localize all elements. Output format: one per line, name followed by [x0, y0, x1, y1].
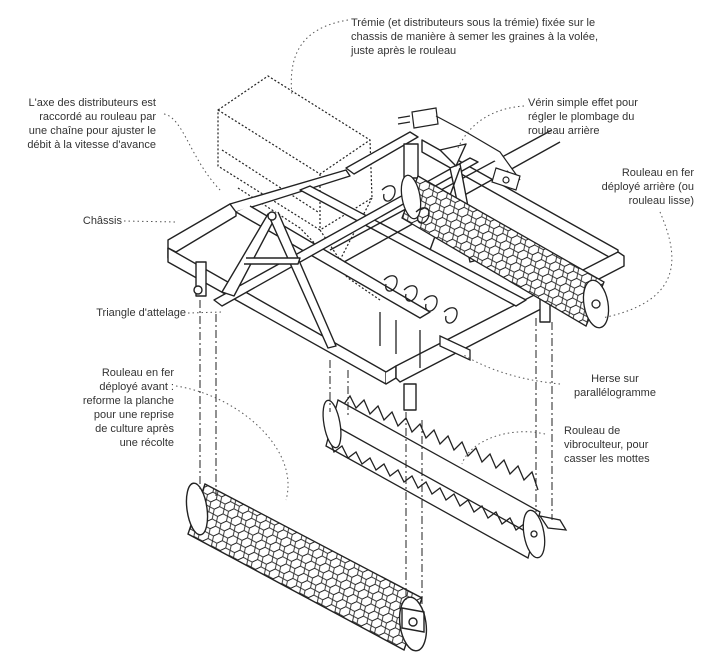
label-vibroculteur-line: casser les mottes [564, 453, 650, 465]
label-verin-line: Vérin simple effet pour [528, 97, 638, 109]
label-rouleau-avant-line: pour une reprise [93, 409, 174, 421]
leader-vibroculteur [461, 431, 546, 465]
label-vibroculteur: Rouleau de vibroculteur, pour casser les… [564, 424, 650, 466]
label-tremie-line: chassis de manière à semer les graines à… [351, 31, 599, 43]
label-verin-line: rouleau arrière [528, 125, 600, 137]
label-rouleau-arriere-line: Rouleau en fer [621, 167, 694, 179]
label-rouleau-avant-line: reforme la planche [82, 395, 174, 407]
label-rouleau-arriere-line: rouleau lisse) [628, 195, 694, 207]
label-tremie-line: juste après le rouleau [351, 45, 457, 57]
harrow-tines [379, 185, 471, 368]
label-axe-line: une chaîne pour ajuster le [28, 125, 156, 137]
label-tremie-line: Trémie (et distributeurs sous la trémie)… [351, 17, 596, 29]
label-vibroculteur-line: Rouleau de [564, 425, 621, 437]
hydraulic-ram [397, 107, 521, 191]
label-rouleau-arriere: Rouleau en fer déployé arrière (ou roule… [582, 166, 694, 208]
leader-verin [457, 105, 525, 149]
label-axe-line: L'axe des distributeurs est [28, 97, 156, 109]
label-axe-line: débit à la vitesse d'avance [27, 139, 156, 151]
label-rouleau-avant-line: Rouleau en fer [101, 367, 174, 379]
label-triangle: Triangle d'attelage [60, 306, 186, 320]
label-verin: Vérin simple effet pour régler le plomba… [528, 96, 638, 138]
label-verin-line: régler le plombage du [528, 111, 635, 123]
label-triangle-line: Triangle d'attelage [96, 307, 186, 319]
label-axe-line: raccordé au rouleau par [39, 111, 156, 123]
leader-rouleau-avant [175, 385, 289, 501]
label-herse: Herse sur parallélogramme [560, 372, 670, 400]
label-chassis: Châssis [60, 214, 122, 228]
rear-roller [400, 174, 610, 329]
label-rouleau-arriere-line: déployé arrière (ou [601, 181, 694, 193]
leader-herse [461, 353, 561, 385]
front-roller [185, 482, 428, 652]
label-herse-line: Herse sur [591, 373, 639, 385]
label-rouleau-avant: Rouleau en fer déployé avant : reforme l… [56, 366, 174, 450]
label-chassis-line: Châssis [82, 215, 122, 227]
leader-triangle [187, 311, 223, 314]
label-herse-line: parallélogramme [574, 387, 656, 399]
label-rouleau-avant-line: une récolte [119, 437, 174, 449]
label-vibroculteur-line: vibroculteur, pour [564, 439, 649, 451]
crumbler-roller [322, 394, 568, 559]
label-axe-distributeurs: L'axe des distributeurs est raccordé au … [4, 96, 156, 152]
assembly-guide-lines [199, 300, 553, 606]
label-rouleau-avant-line: déployé avant : [99, 381, 174, 393]
leader-tremie [290, 19, 349, 97]
label-tremie: Trémie (et distributeurs sous la trémie)… [351, 16, 598, 58]
leader-chassis [123, 220, 177, 223]
label-rouleau-avant-line: de culture après [95, 423, 174, 435]
leader-axe [163, 113, 223, 193]
leader-lines [123, 19, 673, 501]
